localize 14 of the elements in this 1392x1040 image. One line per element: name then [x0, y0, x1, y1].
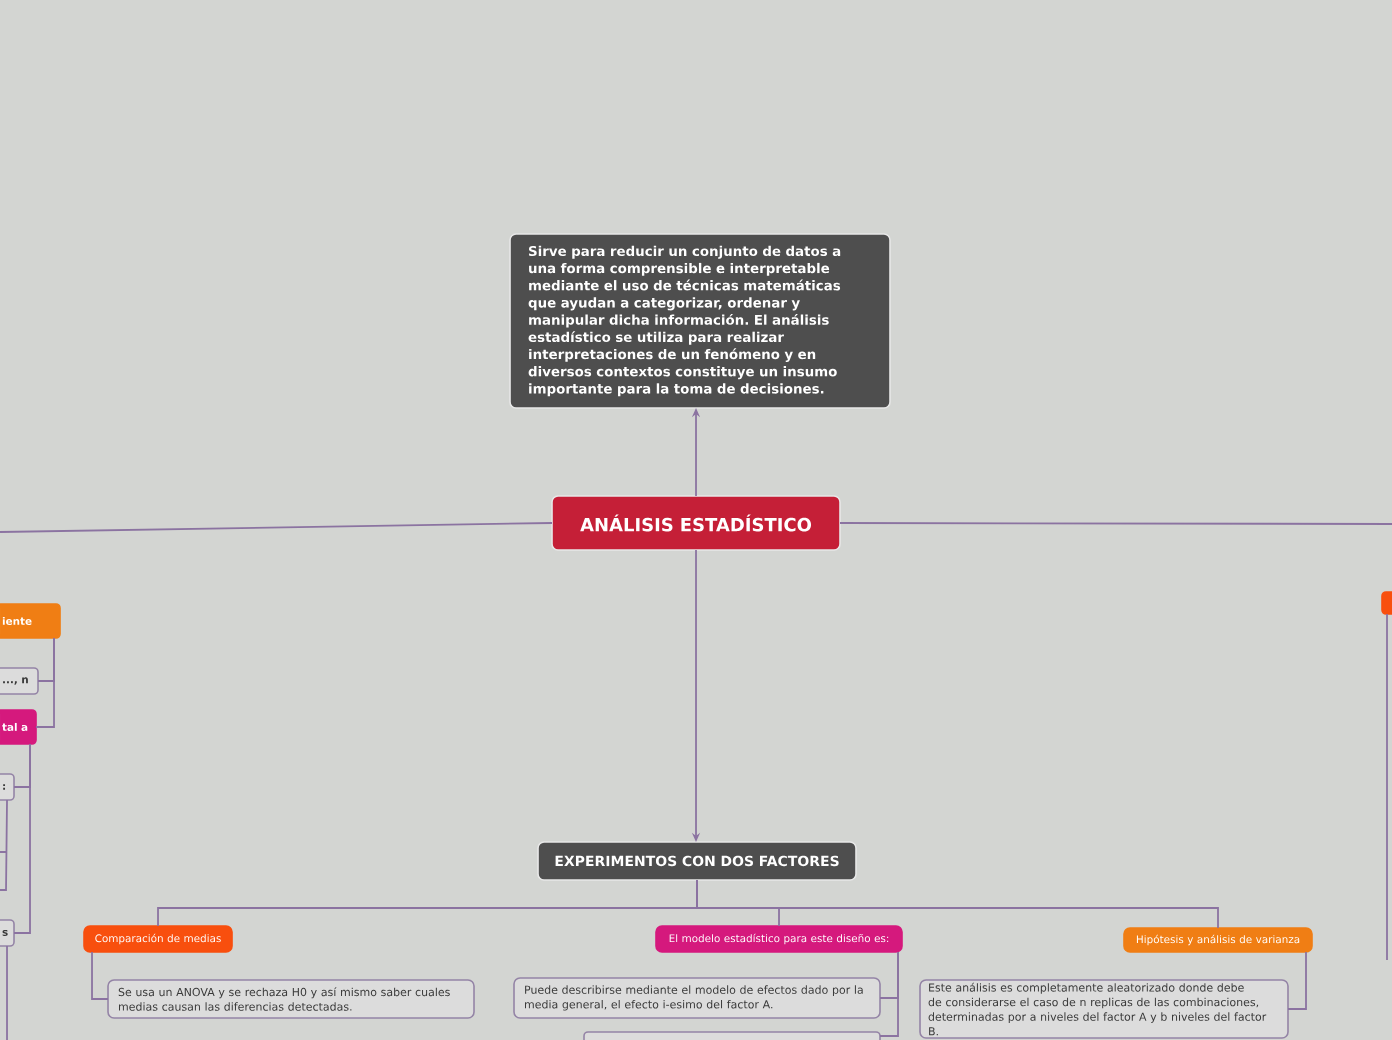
connector-line: [91, 951, 109, 1000]
connector-line: [1386, 613, 1388, 961]
subtopic-box: [1381, 591, 1392, 615]
connector-line: [13, 743, 31, 934]
connector-line: [35, 637, 55, 728]
connector-line: [0, 799, 8, 891]
note-box: [583, 1031, 881, 1040]
connector-line: [696, 879, 1219, 929]
connector-line: [1287, 951, 1307, 1010]
connector-line: [879, 951, 899, 1037]
connector-line: [839, 522, 1392, 525]
central-topic-box: ANÁLISIS ESTADÍSTICO: [551, 495, 841, 551]
connector-line: [6, 945, 8, 1040]
connector-line: [0, 522, 553, 533]
